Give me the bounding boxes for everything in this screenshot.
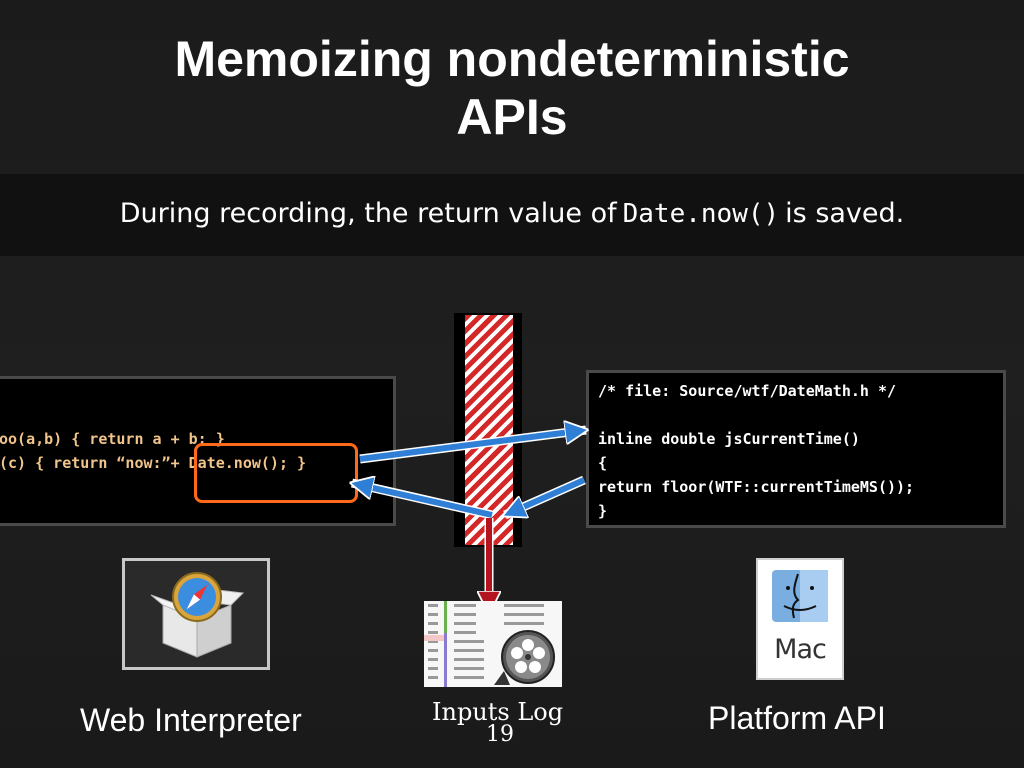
slide-title: Memoizing nondeterministic APIs [174, 31, 850, 145]
film-reel-icon [494, 630, 555, 685]
arrow-call-to-platform [359, 431, 578, 462]
log-table-icon [424, 601, 562, 687]
code-line: { [598, 454, 608, 472]
code-line: (c) { return “now:”+ Date.now(); } [0, 454, 307, 472]
platform-api-label: Platform API [708, 700, 886, 736]
page-number: 19 [486, 722, 514, 747]
arrow-return-from-platform [512, 477, 586, 512]
subtitle-post: is saved. [785, 198, 905, 229]
arrow-return-to-interpreter [360, 485, 493, 518]
mac-icon-label: Mac [774, 634, 827, 665]
date-now-highlight [194, 443, 358, 503]
code-line: return floor(WTF::currentTimeMS()); [598, 478, 915, 496]
subtitle-band [0, 174, 1024, 256]
code-line: oo(a,b) { return a + b; } [0, 430, 225, 448]
code-line: /* file: Source/wtf/DateMath.h */ [598, 382, 897, 400]
web-interpreter-label: Web Interpreter [80, 702, 302, 738]
mac-finder-icon [772, 570, 828, 622]
web-interpreter-icon-frame [122, 558, 270, 670]
subtitle-code: Date.now() [622, 199, 780, 229]
code-box-cpp: /* file: Source/wtf/DateMath.h */ inline… [586, 370, 1006, 528]
safari-package-icon [150, 572, 245, 658]
inputs-log-label: Inputs Log [432, 698, 564, 726]
subtitle-pre: During recording, the return value of [119, 198, 617, 229]
code-line: inline double jsCurrentTime() [598, 430, 860, 448]
code-line: } [598, 502, 608, 520]
inputs-log-thumbnail [424, 601, 562, 687]
platform-api-icon-frame: Mac [756, 558, 844, 680]
